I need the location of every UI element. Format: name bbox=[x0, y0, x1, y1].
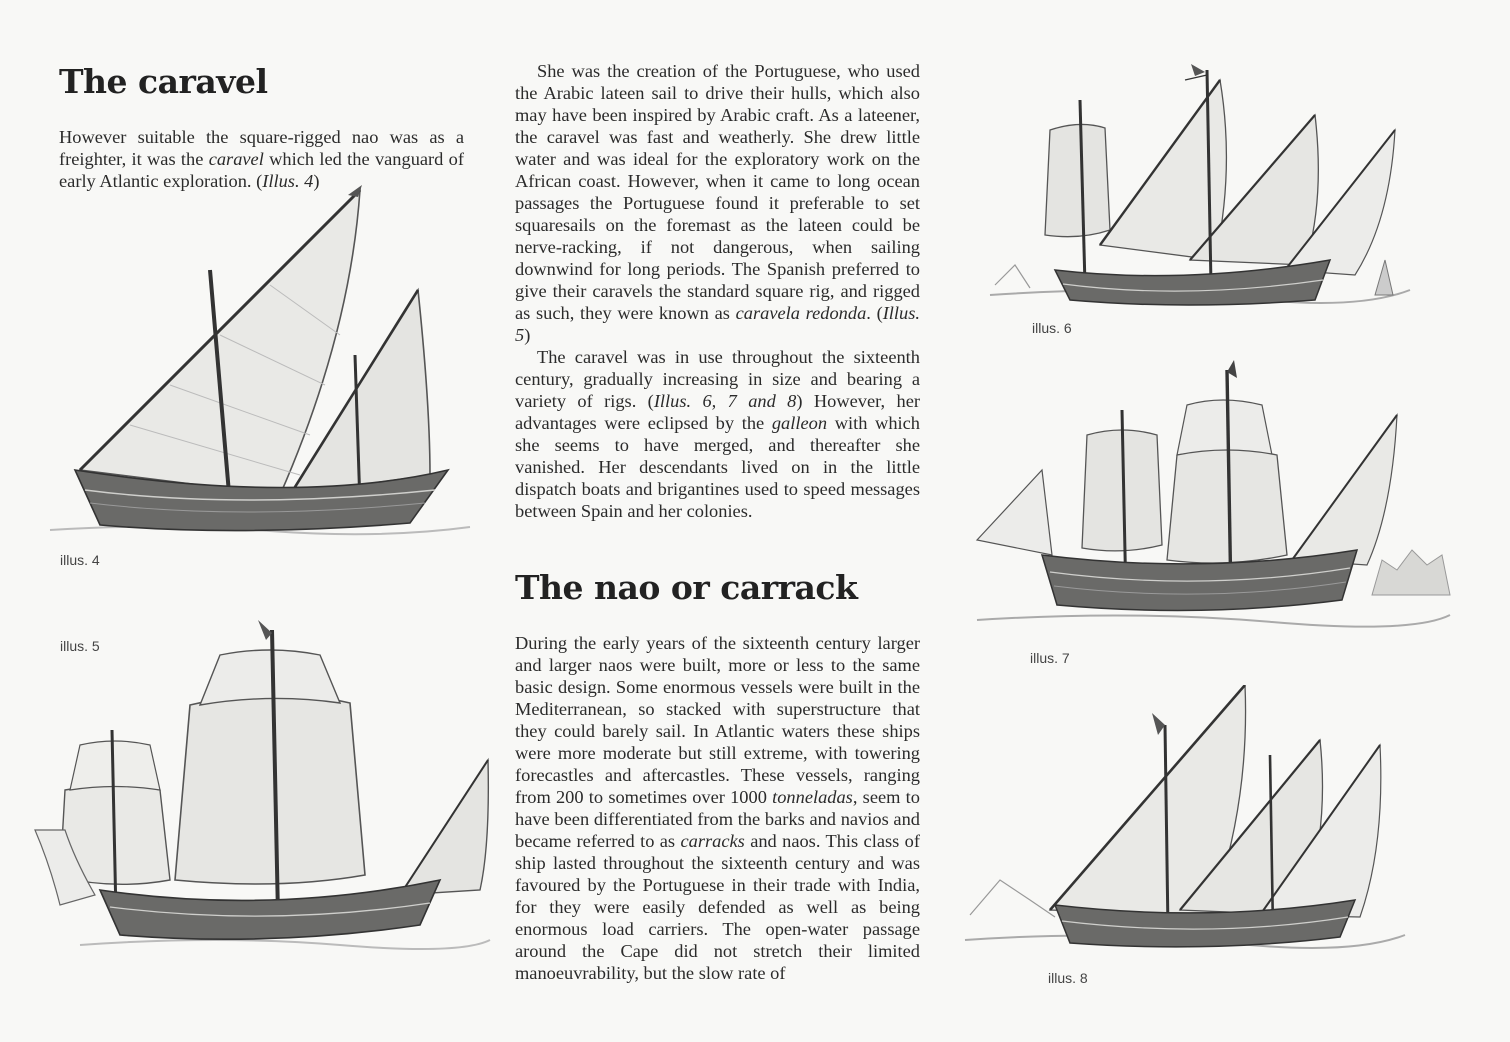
italic-run: caravela redonda bbox=[735, 303, 867, 323]
heading-nao-carrack: The nao or carrack bbox=[515, 568, 858, 607]
ship-drawing bbox=[49, 185, 471, 536]
caption-illus-6: illus. 6 bbox=[1032, 320, 1072, 336]
caption-illus-5: illus. 5 bbox=[60, 638, 100, 654]
italic-run: Illus. 6, 7 and 8 bbox=[653, 391, 797, 411]
illustration-7-caravel bbox=[972, 360, 1454, 645]
text-run: and naos. This class of ship lasted thro… bbox=[515, 831, 920, 983]
ship-drawing bbox=[964, 685, 1406, 949]
caption-illus-8: illus. 8 bbox=[1048, 970, 1088, 986]
caravel-intro-paragraph: However suitable the square-rigged nao w… bbox=[59, 126, 464, 192]
illustration-4-lateen-caravel bbox=[40, 185, 480, 545]
text-run: However suitable the square-rigged nao w… bbox=[59, 127, 464, 169]
italic-run: caravel bbox=[208, 149, 264, 169]
ship-drawing bbox=[975, 360, 1451, 628]
illustration-8-lateen-caravel bbox=[960, 685, 1410, 965]
text-run: with which she seems to have merged, and… bbox=[515, 413, 920, 521]
text-run: which led the vanguard of early Atlantic… bbox=[59, 149, 464, 191]
ship-drawing bbox=[989, 64, 1411, 306]
italic-run: Illus. 4 bbox=[262, 171, 314, 191]
ship-drawing bbox=[34, 620, 491, 950]
heading-caravel: The caravel bbox=[59, 62, 268, 101]
text-run: During the early years of the sixteenth … bbox=[515, 633, 920, 807]
nao-carrack-paragraph: During the early years of the sixteenth … bbox=[515, 632, 920, 984]
italic-run: galleon bbox=[771, 413, 828, 433]
text-run: The caravel was in use throughout the si… bbox=[515, 347, 920, 411]
italic-run: carracks bbox=[680, 831, 745, 851]
illustration-6-caravel bbox=[985, 60, 1415, 320]
italic-run: tonneladas bbox=[772, 787, 853, 807]
caption-illus-4: illus. 4 bbox=[60, 552, 100, 568]
text-run: ) bbox=[313, 171, 320, 191]
italic-run: Illus. 5 bbox=[515, 303, 920, 345]
text-run: . ( bbox=[866, 303, 883, 323]
caravel-decline-paragraph: The caravel was in use throughout the si… bbox=[515, 346, 920, 522]
illustration-5-caravela-redonda bbox=[20, 615, 500, 955]
text-run: ) bbox=[524, 325, 531, 345]
caravel-history-paragraph: She was the creation of the Portuguese, … bbox=[515, 60, 920, 346]
text-run: She was the creation of the Portuguese, … bbox=[515, 61, 920, 323]
caption-illus-7: illus. 7 bbox=[1030, 650, 1070, 666]
text-run: ) However, her advantages were eclipsed … bbox=[515, 391, 920, 433]
text-run: , seem to have been differentiated from … bbox=[515, 787, 920, 851]
